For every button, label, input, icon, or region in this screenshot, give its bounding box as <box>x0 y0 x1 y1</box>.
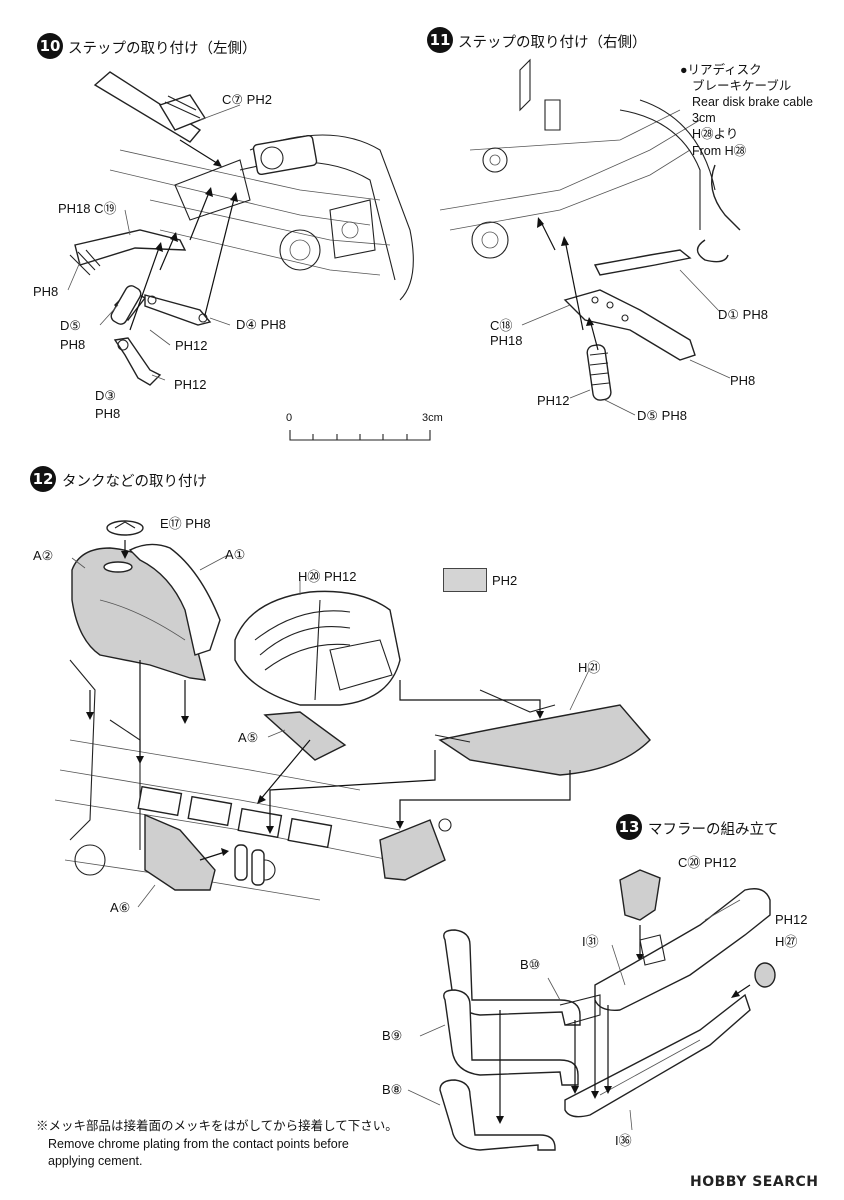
part-label-c18: C⑱ <box>490 318 513 333</box>
part-label-a1: A① <box>225 547 246 562</box>
step12-drawing <box>54 520 651 908</box>
step13-drawing <box>407 869 776 1151</box>
part-number-label: PH8 <box>60 337 86 352</box>
part-label-h27: H㉗ <box>775 934 798 949</box>
step11-drawing <box>439 58 741 416</box>
step-title: タンクなどの取り付け <box>62 474 207 490</box>
step10-drawing <box>67 71 414 386</box>
part-label-d5: D⑤ PH8 <box>637 408 687 423</box>
part-label-b9: B⑨ <box>382 1028 403 1043</box>
step-number-badge: 12 <box>30 466 56 492</box>
step-title: ステップの取り付け（左側） <box>68 41 257 57</box>
part-label-d3: D③ <box>95 388 117 403</box>
part-label-i36: I㊱ <box>615 1133 632 1148</box>
scale-bar <box>289 430 431 441</box>
part-number-label: PH12 <box>775 912 808 927</box>
cable-note-line: ブレーキケーブル <box>692 79 792 93</box>
chrome-footnote-en: applying cement. <box>48 1154 143 1168</box>
part-label-a6: A⑥ <box>110 900 131 915</box>
cable-note-line: H㉘より <box>692 127 739 141</box>
part-number-label: PH8 <box>33 284 59 299</box>
cable-note-line: ●リアディスク <box>680 63 762 77</box>
gray-color-key-label: PH2 <box>492 573 518 588</box>
part-label-c7: C⑦ PH2 <box>222 92 272 107</box>
part-number-label: PH8 <box>95 406 121 421</box>
part-label-d4: D④ PH8 <box>236 317 286 332</box>
part-number-label: PH18 <box>490 333 523 348</box>
part-label-d5: D⑤ <box>60 318 82 333</box>
part-number-label: PH8 <box>730 373 756 388</box>
part-number-label: PH12 <box>175 338 208 353</box>
part-label-e17: E⑰ PH8 <box>160 516 211 531</box>
chrome-footnote-jp: ※メッキ部品は接着面のメッキをはがしてから接着して下さい。 <box>36 1119 398 1133</box>
part-label-a2: A② <box>33 548 54 563</box>
part-label-i31: I㉛ <box>582 934 599 949</box>
step-number-badge: 10 <box>37 33 63 59</box>
part-label-h20: H⑳ PH12 <box>298 569 357 584</box>
cable-note-line: From H㉘ <box>692 144 747 158</box>
part-label-b10: B⑩ <box>520 957 541 972</box>
part-label-a5: A⑤ <box>238 730 259 745</box>
part-label-c20: C⑳ PH12 <box>678 855 737 870</box>
step-title: マフラーの組み立て <box>648 822 779 838</box>
part-label-c19: PH18 C⑲ <box>58 201 117 216</box>
hobby-search-logo: HOBBY SEARCH <box>690 1174 819 1190</box>
scale-end-label: 3cm <box>422 412 443 424</box>
gray-color-key-swatch <box>443 568 487 592</box>
part-label-d1: D① PH8 <box>718 307 768 322</box>
cable-note-line: 3cm <box>692 111 716 125</box>
chrome-footnote-en: Remove chrome plating from the contact p… <box>48 1137 349 1151</box>
part-label-h21: H㉑ <box>578 660 601 675</box>
step-number-badge: 11 <box>427 27 453 53</box>
scale-start-label: 0 <box>286 412 293 424</box>
step-title: ステップの取り付け（右側） <box>458 35 647 51</box>
step-number-badge: 13 <box>616 814 642 840</box>
part-number-label: PH12 <box>537 393 570 408</box>
part-number-label: PH12 <box>174 377 207 392</box>
cable-note-line: Rear disk brake cable <box>692 95 813 109</box>
part-label-b8: B⑧ <box>382 1082 403 1097</box>
